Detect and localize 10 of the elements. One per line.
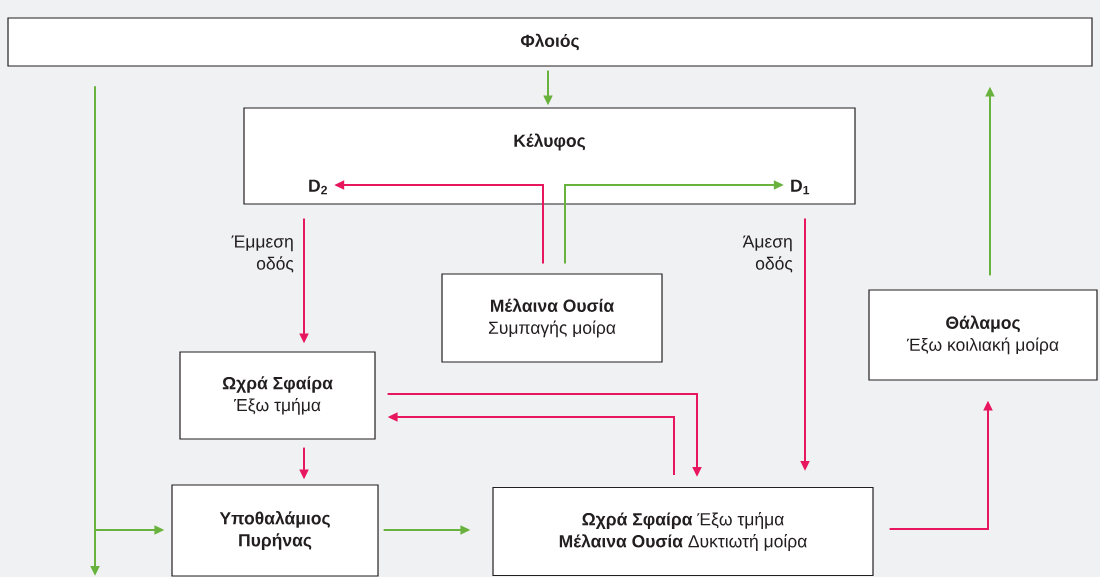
box: Ωχρά Σφαίρα Έξω τμήμα Μέλαινα Ουσία Δυκτιωτή μοίρα (492, 486, 874, 577)
box: Θάλαμος Έξω κοιλιακή μοίρα (868, 289, 1098, 381)
edge-label: Έμμεση οδός (231, 235, 294, 273)
box: Υποθαλάμιος Πυρήνας (171, 484, 379, 577)
label: D$_{2}$ (309, 179, 327, 195)
edge-label: Άμεση οδός (742, 235, 793, 273)
band: Φλοιός (7, 17, 1093, 67)
box: Μέλαινα Ουσία Συμπαγής μοίρα (441, 273, 663, 363)
label: D$_{1}$ (791, 179, 810, 195)
box: Ωχρά Σφαίρα Έξω τμήμα (179, 351, 376, 440)
